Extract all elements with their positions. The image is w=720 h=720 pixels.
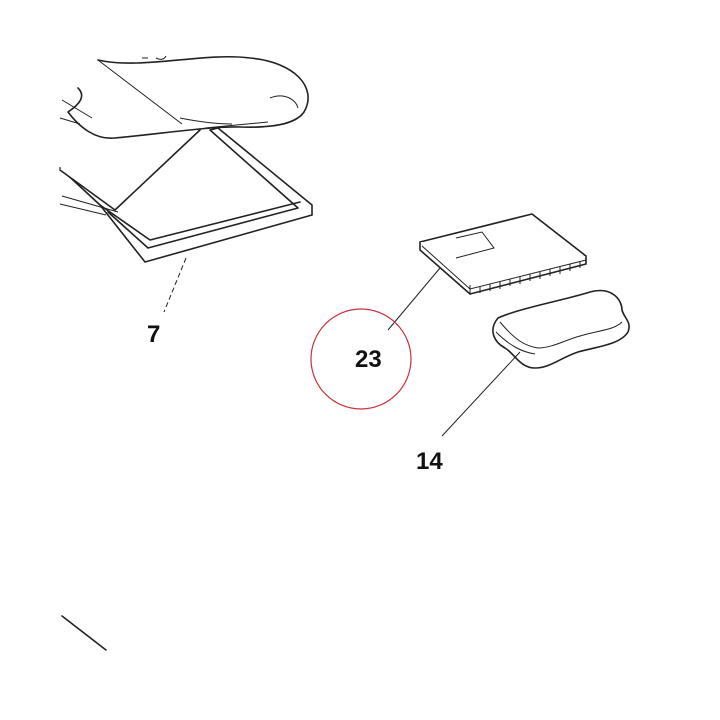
- stray-line: [61, 615, 107, 651]
- highlight-circle: [310, 308, 412, 410]
- part-14-cloth-drawing: [441, 289, 630, 437]
- callout-23: 23: [355, 346, 382, 373]
- callout-14: 14: [416, 448, 443, 475]
- part-23-booklet-drawing: [387, 213, 587, 331]
- callout-7: 7: [147, 321, 161, 348]
- part-7-frame-drawing: [59, 55, 313, 313]
